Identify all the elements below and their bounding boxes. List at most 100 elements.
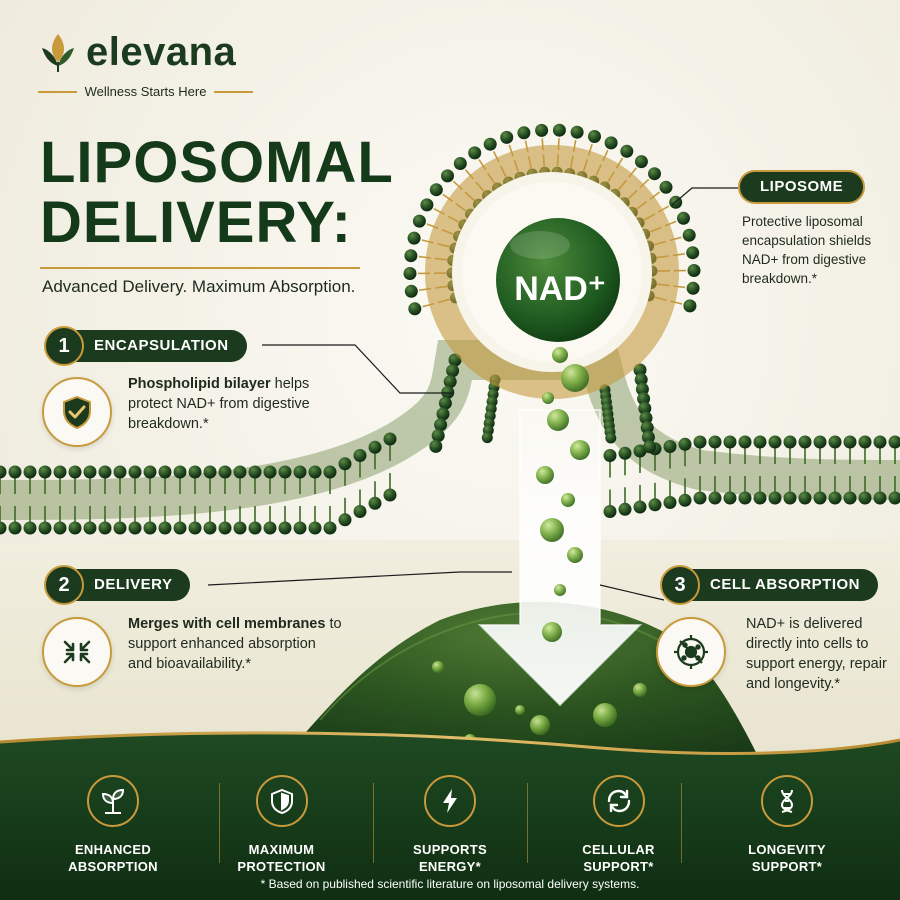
lipid-head [23,465,37,479]
lipid-head [687,264,701,277]
lipid-head [38,521,52,535]
lipid-head [708,491,722,505]
lipid-head [263,465,277,479]
lipid-head [338,513,352,527]
lipid-head [128,465,142,479]
nad-bubble [552,347,568,363]
lipid-head [843,435,857,449]
lipid-head [278,521,292,535]
lipid-head [248,521,262,535]
lipid-head [517,126,531,140]
title-line-2: DELIVERY: [40,190,352,255]
lipid-head [441,169,454,183]
feature-label-line1: CELLULAR [582,842,655,857]
lipid-head [648,167,661,181]
lipid-head [278,465,292,479]
lipid-head [53,521,67,535]
feature-divider [527,783,528,863]
lipid-head [233,465,247,479]
lipid-head [783,435,797,449]
lipid-head [404,249,418,263]
lipid-head [83,465,97,479]
nad-bubble [567,547,583,563]
step-3-number: 3 [660,565,700,605]
lipid-head [188,465,202,479]
lipid-head [768,435,782,449]
feature-divider [219,783,220,863]
lipid-head [83,521,97,535]
nad-bubble [530,715,550,735]
lipid-head [682,228,696,242]
lipid-head [323,521,337,535]
lipid-head [635,382,649,396]
feature-label: ENHANCED ABSORPTION [68,841,158,875]
lipid-head [431,429,445,443]
step-1-bold: Phospholipid bilayer [128,376,271,392]
lipid-head [98,465,112,479]
lipid-head [570,125,584,139]
lipid-head [353,449,367,462]
brand-logo[interactable]: elevana Wellness Starts Here [38,30,254,99]
step-2-number: 2 [44,565,84,605]
lipid-head [798,435,812,449]
feature-label: SUPPORTS ENERGY* [413,841,487,875]
lipid-head [633,500,647,514]
lipid-head [404,284,418,298]
subheadline: Advanced Delivery. Maximum Absorption. [42,277,356,296]
lipid-head [500,130,514,144]
lipid-head [128,521,142,535]
lipid-head [53,465,67,479]
lipid-head [813,435,827,449]
lipid-head [603,449,617,462]
lipid-head [535,123,549,137]
feature-label-line1: MAXIMUM [248,842,315,857]
lipid-head [828,491,842,505]
lipid-head [858,491,872,505]
lipid-head [588,130,601,143]
feature-label-line1: ENHANCED [74,842,152,857]
lipid-head [293,465,307,479]
lipid-head [443,375,457,389]
lipid-head [429,439,443,453]
lipid-head [218,465,232,479]
lipid-head [38,465,52,479]
step-3-description: NAD+ is delivered directly into cells to… [746,614,896,694]
lipid-head [641,430,655,444]
nad-bubble [432,661,444,673]
lipid-head [663,440,677,453]
lipid-head [677,211,690,225]
lipid-head [218,521,232,535]
lipid-head [113,465,127,479]
feature-cellular-support: CELLULAR SUPPORT* [544,775,694,875]
lipid-head [158,465,172,479]
refresh-icon [592,775,645,827]
lipid-head [98,521,112,535]
title-underline [40,267,360,269]
feature-enhanced-absorption: ENHANCED ABSORPTION [38,775,188,875]
lipid-head [263,521,277,535]
lipid-head [323,465,337,479]
lightning-icon [424,775,476,827]
lipid-head [738,435,752,449]
lipid-head [634,155,648,169]
lipid-head [686,281,700,295]
feature-divider [681,783,682,863]
lipid-head [620,144,634,158]
lipid-head [603,505,617,518]
lipid-head [693,491,707,505]
nad-bubble [515,705,525,715]
lipid-head [434,418,448,432]
lipid-head [429,183,443,197]
lipid-head [686,246,700,260]
feature-label-line2: ABSORPTION [68,859,158,874]
lipid-head [308,521,322,535]
nad-bubble [540,518,564,542]
lipid-head [643,440,657,454]
brand-name: elevana [86,30,237,74]
nad-bubble [570,440,590,460]
lipid-head [768,491,782,505]
lipid-head [23,521,37,535]
step-2-label: DELIVERY [68,569,191,601]
lipid-head [738,491,752,505]
lipid-head [723,435,737,449]
